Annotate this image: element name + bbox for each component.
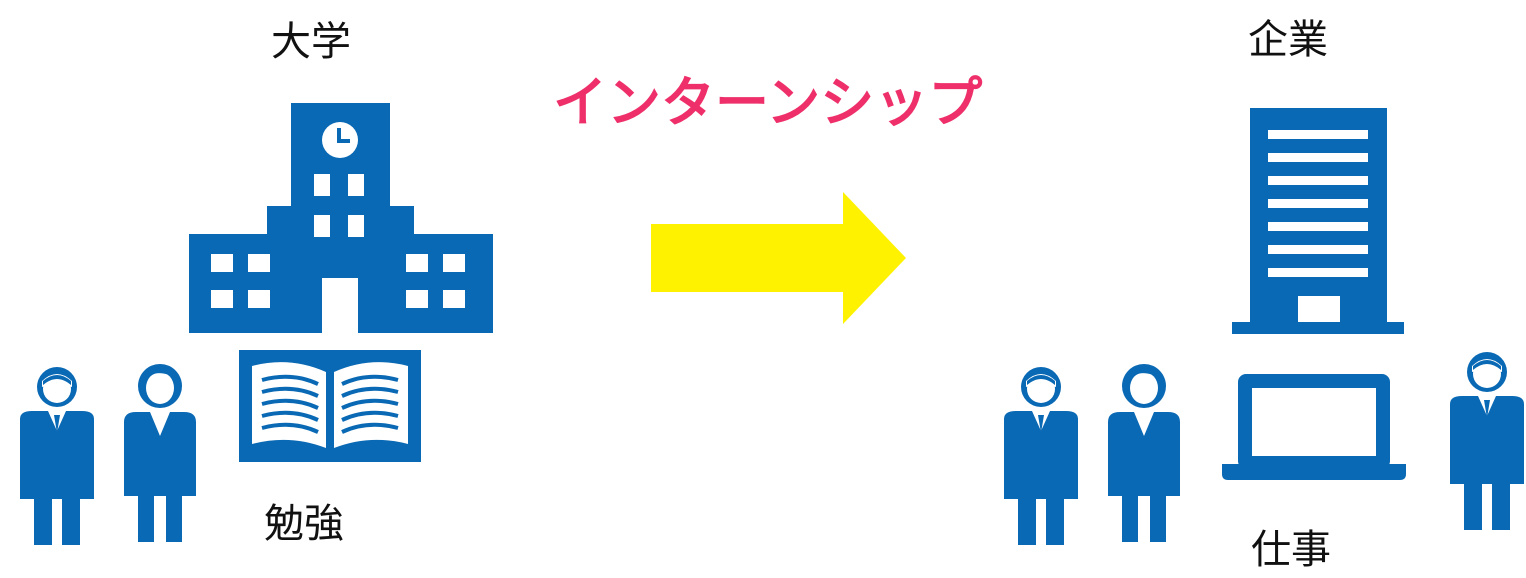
university-label: 大学 (271, 19, 351, 65)
laptop-icon (1222, 374, 1406, 480)
person-icon (124, 364, 196, 542)
company-label: 企業 (1248, 17, 1328, 63)
person-icon (1004, 367, 1078, 545)
person-icon (1108, 364, 1180, 542)
internship-title: インターンシップ (553, 71, 983, 134)
study-label: 勉強 (264, 501, 344, 547)
school-building-icon (189, 103, 493, 333)
work-label: 仕事 (1251, 527, 1331, 573)
right-arrow-icon (651, 192, 906, 324)
office-building-icon (1232, 108, 1404, 334)
open-book-icon (239, 350, 421, 462)
person-icon (1450, 352, 1524, 530)
person-icon (20, 367, 94, 545)
